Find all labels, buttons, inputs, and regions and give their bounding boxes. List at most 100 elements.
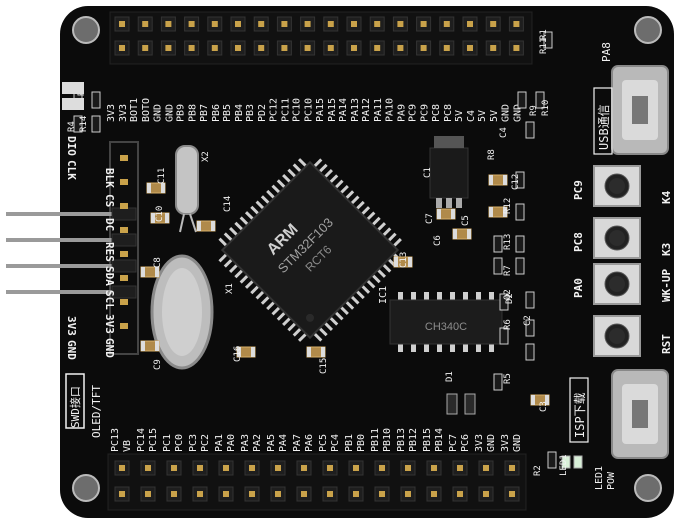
designator-label: D1 — [445, 371, 455, 382]
top-label-lower: PA15 — [315, 98, 326, 122]
header-pin — [467, 45, 473, 51]
top-label-lower: 3V3 — [106, 104, 117, 122]
left-header-label-alt: GND — [65, 340, 78, 360]
header-pin-socket — [111, 233, 137, 247]
header-pin — [142, 45, 149, 51]
bottom-label-lower: PA4 — [278, 434, 289, 452]
header-pin — [281, 21, 288, 27]
header-pin — [119, 491, 125, 497]
bottom-label-upper: PA5 — [266, 434, 277, 452]
header-pin — [120, 251, 128, 257]
usb-port-bottom-label: ISP下载 — [573, 392, 587, 438]
mounting-hole — [72, 474, 100, 502]
header-pin — [304, 21, 311, 27]
smd-resistor — [493, 373, 503, 391]
header-pin — [397, 45, 404, 51]
top-label-lower: PB3 — [245, 104, 256, 122]
top-label-upper: PB4 — [234, 104, 245, 122]
smd-resistor — [535, 91, 545, 109]
bottom-label-lower: PA2 — [252, 434, 263, 452]
bottom-label-lower: VB — [122, 440, 133, 452]
header-pin — [171, 491, 177, 497]
tactile-button-rst[interactable] — [593, 315, 641, 357]
header-pin — [145, 465, 151, 471]
usb-port-bottom-label-box — [569, 377, 589, 443]
usb-port-top — [611, 65, 669, 155]
usb-port-bottom — [611, 369, 669, 459]
header-pin — [351, 45, 357, 51]
tactile-button-k4[interactable] — [593, 165, 641, 207]
header-pin — [513, 45, 520, 51]
header-pin — [379, 465, 385, 471]
tactile-button-wk-up[interactable] — [593, 263, 641, 305]
mcu-chip: ARM STM32F103 RCT6 — [218, 158, 402, 342]
header-pin — [457, 465, 463, 471]
designator-label: R8 — [487, 149, 497, 160]
led-label-pow: POW — [606, 471, 617, 490]
top-label-upper: PD2 — [257, 104, 268, 122]
designator-label: LED1 — [559, 454, 569, 476]
top-label-lower: PA12 — [361, 98, 372, 122]
header-pin — [327, 45, 334, 51]
header-pin — [120, 227, 128, 233]
header-pin — [327, 465, 333, 471]
designator-label: C10 — [155, 206, 165, 222]
header-pin — [120, 203, 128, 209]
top-label-lower: PB9 — [176, 104, 187, 122]
top-label-lower: 5V — [454, 110, 465, 122]
header-pin — [119, 465, 125, 471]
smd-resistor — [525, 343, 535, 361]
designator-label: R7 — [503, 265, 513, 276]
header-pin — [457, 491, 463, 497]
smd-resistor — [91, 91, 101, 109]
bottom-label-lower: PC0 — [174, 434, 185, 452]
designator-label: C2 — [523, 315, 533, 326]
top-label-upper: PB6 — [211, 104, 222, 122]
designator-label: X2 — [201, 151, 211, 162]
smd-led — [573, 455, 583, 469]
usb-port-top-label: USB通信 — [597, 104, 611, 150]
top-label-lower: 5V — [477, 110, 488, 122]
header-pin — [483, 491, 489, 497]
header-pin — [6, 212, 112, 216]
bottom-pin-header — [107, 453, 527, 511]
bottom-label-lower: PB0 — [356, 434, 367, 452]
button-name-label: K4 — [660, 190, 673, 204]
mounting-hole — [634, 16, 662, 44]
header-pin — [223, 491, 229, 497]
header-pin — [258, 21, 265, 27]
mounting-hole — [72, 16, 100, 44]
header-pin-socket — [111, 285, 137, 299]
designator-label: R12 — [503, 198, 513, 214]
smd-resistor — [515, 235, 525, 253]
designator-label: R5 — [503, 373, 513, 384]
designator-label: C16 — [233, 346, 243, 362]
top-label-upper: PC8 — [443, 104, 454, 122]
top-pin-header — [109, 11, 533, 65]
header-pin — [165, 21, 172, 27]
designator-label: C14 — [223, 196, 233, 212]
designator-label: R6 — [503, 319, 513, 330]
smd-resistor — [547, 451, 557, 469]
left-header-label: SCL — [103, 290, 116, 310]
bottom-label-lower: PC15 — [148, 428, 159, 452]
button-name-label: WK-UP — [660, 269, 673, 302]
left-pin-header — [6, 141, 139, 355]
top-label-lower: GND — [152, 104, 163, 122]
left-header-label: BLK — [103, 168, 116, 188]
smd-resistor — [73, 115, 83, 133]
header-pin — [443, 45, 450, 51]
designator-label: C5 — [461, 215, 471, 226]
led-label-led1: LED1 — [594, 466, 605, 490]
tactile-button-k3[interactable] — [593, 217, 641, 259]
designator-label: C4 — [499, 127, 509, 138]
bottom-label-upper: PC1 — [162, 434, 173, 452]
header-pin — [327, 491, 333, 497]
header-pin — [249, 491, 255, 497]
bottom-label-upper: PA1 — [214, 434, 225, 452]
left-header-label-alt: DIO — [65, 136, 78, 156]
header-pin — [119, 21, 125, 27]
header-pin — [142, 21, 149, 27]
designator-label: R14 — [79, 116, 89, 132]
